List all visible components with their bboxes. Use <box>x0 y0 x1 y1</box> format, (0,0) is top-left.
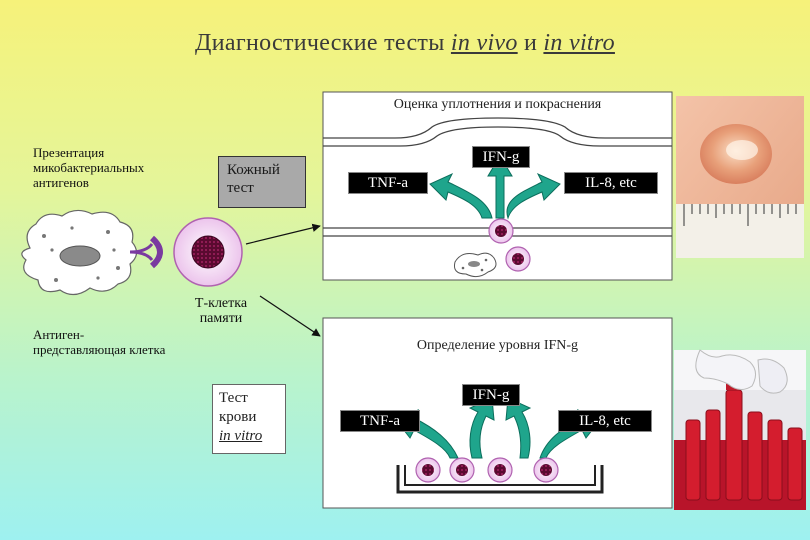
title-in-vitro: in vitro <box>543 30 615 56</box>
well-inner <box>404 465 596 486</box>
blood-t-cells <box>415 457 559 483</box>
title-prefix: Диагностические тесты <box>195 30 451 56</box>
blood-test-box: Тест крови in vitro <box>212 384 286 454</box>
skin-il8-label: IL-8, etc <box>564 172 658 194</box>
arrow-to-blood <box>259 295 321 337</box>
tcr-receptor <box>149 235 163 269</box>
skin-apc-nucleus <box>468 261 480 267</box>
skin-surface-line-inner <box>323 126 672 147</box>
apc-label: Антиген-представляющая клетка <box>33 327 166 357</box>
antigen-presentation-label: Презентация микобактериальных антигенов <box>33 145 145 190</box>
skin-test-box: Кожный тест <box>218 156 306 208</box>
skin-reaction-photo <box>676 96 804 258</box>
blood-il8-label: IL-8, etc <box>558 410 652 432</box>
blood-tubes-photo <box>674 349 806 510</box>
arrow-to-skin <box>245 223 321 245</box>
blood-tnf-label: TNF-a <box>340 410 420 432</box>
skin-ifn-label: IFN-g <box>472 146 530 168</box>
skin-t-cells <box>488 218 531 272</box>
skin-cytokine-arrows <box>429 155 561 220</box>
title-in-vivo: in vivo <box>450 30 518 56</box>
well-outer <box>396 465 604 494</box>
skin-tnf-label: TNF-a <box>348 172 428 194</box>
skin-surface-line <box>323 117 672 139</box>
apc-granules <box>42 226 120 282</box>
skin-panel-caption: Оценка уплотнения и покраснения <box>393 97 602 112</box>
memory-t-cell-nucleus <box>191 235 225 269</box>
blood-panel-caption: Определение уровня IFN-g <box>416 338 579 353</box>
memory-t-cell-label: Т-клетка памяти <box>194 296 248 326</box>
page-title: Диагностические тесты in vivo и in vitro <box>0 30 810 57</box>
blood-test-line3: in vitro <box>219 428 263 444</box>
blood-test-line2: крови <box>219 409 257 425</box>
blood-ifn-label: IFN-g <box>462 384 520 406</box>
apc-nucleus <box>59 245 101 267</box>
blood-test-line1: Тест <box>219 390 248 406</box>
title-middle: и <box>517 30 544 56</box>
